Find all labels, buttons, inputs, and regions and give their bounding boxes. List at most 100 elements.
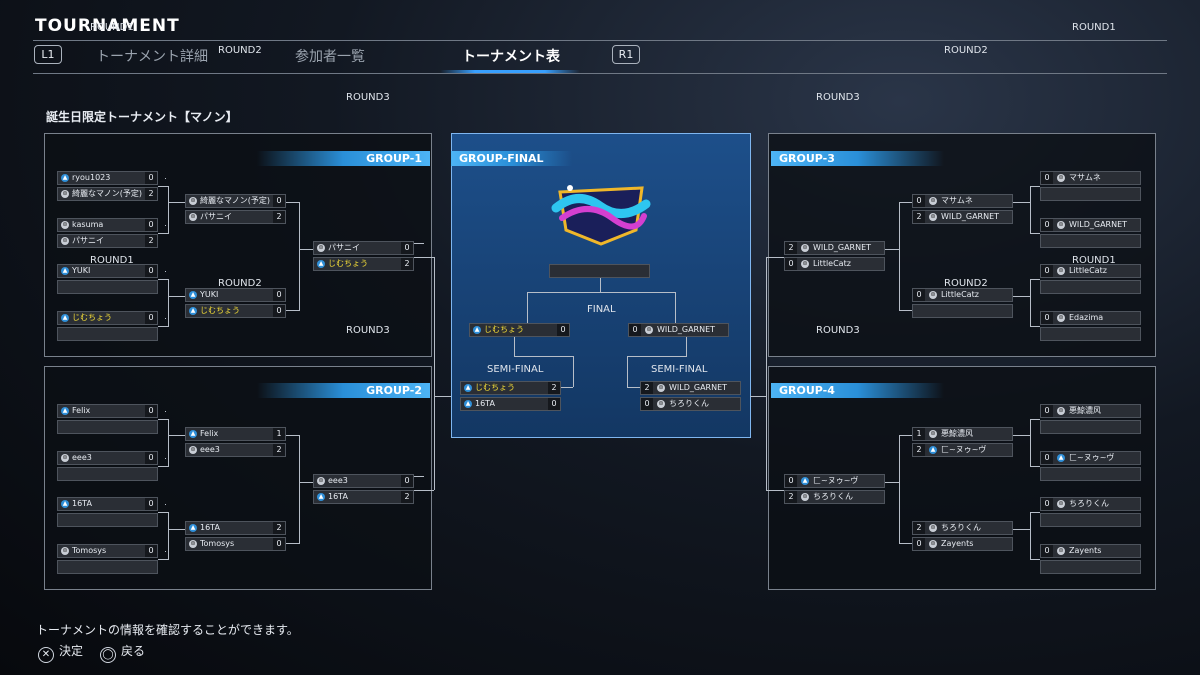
- confirm-label: 決定: [59, 644, 84, 658]
- tab-tournament-details[interactable]: トーナメント詳細: [96, 49, 208, 65]
- final-winner-slot[interactable]: [549, 264, 650, 278]
- tab-bracket[interactable]: トーナメント表: [462, 49, 560, 65]
- l1-button[interactable]: L1: [34, 45, 62, 64]
- round1-label: ROUND1: [1072, 22, 1116, 33]
- round1-slot[interactable]: [1040, 560, 1141, 574]
- bracket-line: [286, 310, 299, 311]
- tab-participants[interactable]: 参加者一覧: [295, 49, 365, 65]
- round1-slot[interactable]: [57, 467, 158, 481]
- ps-platform-icon: ▲: [189, 307, 197, 315]
- round1-slot[interactable]: [57, 420, 158, 434]
- player-name: 16TA: [72, 499, 92, 508]
- round1-slot[interactable]: [1040, 467, 1141, 481]
- player-score: 0: [401, 242, 413, 254]
- round1-slot[interactable]: [1040, 187, 1141, 201]
- r1-button[interactable]: R1: [612, 45, 640, 64]
- round1-slot[interactable]: [1040, 327, 1141, 341]
- player-name: Tomosys: [200, 539, 235, 548]
- player-name: ryou1023: [72, 173, 111, 182]
- group-final-tag: GROUP-FINAL: [451, 151, 572, 166]
- round1-slot[interactable]: ⊜綺麗なマノン(予定)2: [57, 187, 158, 201]
- player-name: 綺麗なマノン(予定): [72, 189, 143, 198]
- round1-slot[interactable]: [1040, 513, 1141, 527]
- round1-slot[interactable]: [1040, 234, 1141, 248]
- bracket-line: [165, 458, 166, 459]
- player-score: 0: [145, 265, 157, 277]
- pc-platform-icon: ⊜: [657, 384, 665, 392]
- confirm-button[interactable]: ✕決定: [38, 642, 83, 663]
- player-score: 0: [273, 195, 285, 207]
- bracket-line: [1030, 559, 1040, 560]
- round1-slot[interactable]: [1040, 420, 1141, 434]
- bracket-line: [1030, 186, 1040, 187]
- round1-slot[interactable]: [57, 560, 158, 574]
- player-score: 0: [785, 258, 797, 270]
- screen-title: TOURNAMENT: [35, 16, 180, 36]
- round2-slot[interactable]: [912, 304, 1013, 318]
- header-divider-top: [33, 40, 1167, 41]
- round1-slot[interactable]: [57, 513, 158, 527]
- player-score: 0: [273, 289, 285, 301]
- player-name: Zayents: [941, 539, 974, 548]
- round2-slot[interactable]: ⊜綺麗なマノン(予定)0: [185, 194, 286, 208]
- bracket-line: [414, 476, 424, 477]
- bracket-line: [1030, 326, 1040, 327]
- back-label: 戻る: [121, 644, 146, 658]
- round1-label: ROUND1: [90, 255, 134, 266]
- back-button[interactable]: ◯戻る: [100, 642, 145, 663]
- round1-slot[interactable]: [57, 280, 158, 294]
- round1-slot[interactable]: [57, 327, 158, 341]
- player-name: ちろりくん: [941, 523, 981, 532]
- round1-slot[interactable]: [1040, 280, 1141, 294]
- bracket-line: [1013, 202, 1030, 203]
- player-name: YUKI: [200, 290, 219, 299]
- player-score: 0: [913, 538, 925, 550]
- bracket-line: [434, 396, 435, 490]
